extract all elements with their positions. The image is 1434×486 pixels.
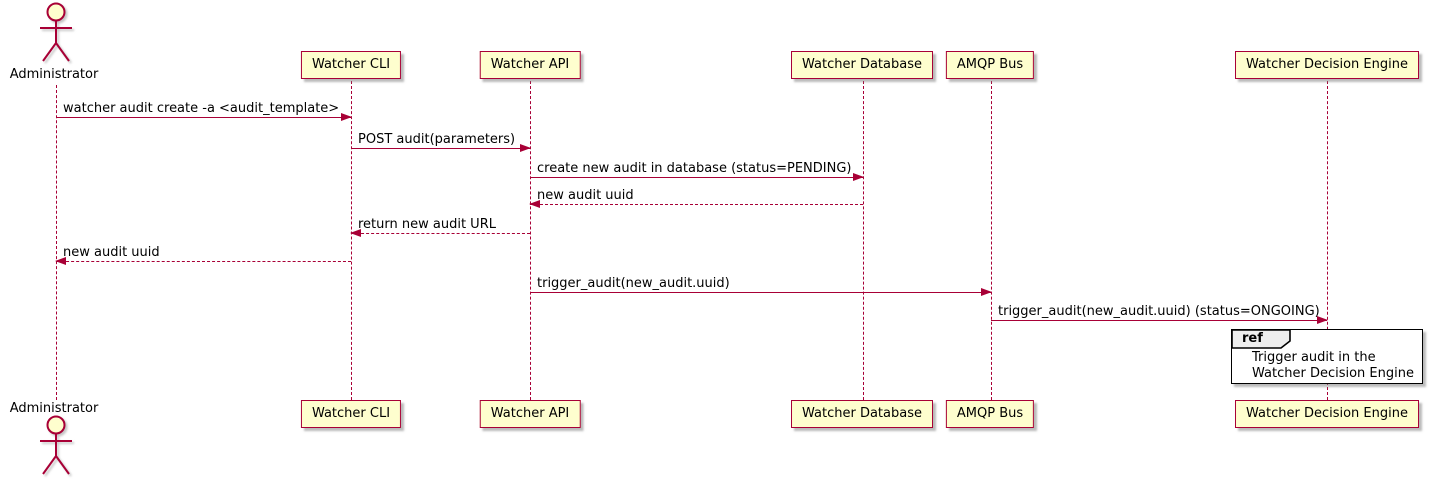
participant-watcher-cli-top: Watcher CLI xyxy=(300,51,402,79)
message-4-line xyxy=(530,204,863,205)
message-5-label: return new audit URL xyxy=(358,217,496,232)
actor-administrator-top xyxy=(37,2,75,68)
arrowhead-icon xyxy=(1317,316,1328,324)
lifeline-administrator xyxy=(56,85,57,400)
arrowhead-icon xyxy=(350,229,361,237)
participant-watcher-decision-engine-bottom: Watcher Decision Engine xyxy=(1235,400,1419,428)
lifeline-watcher-decision-engine xyxy=(1327,81,1328,400)
lifeline-watcher-api xyxy=(530,81,531,400)
actor-label-administrator-bottom: Administrator xyxy=(9,401,99,416)
arrowhead-icon xyxy=(529,200,540,208)
ref-body-line2: Watcher Decision Engine xyxy=(1252,365,1414,381)
ref-fragment: ref Trigger audit in the Watcher Decisio… xyxy=(1231,329,1423,384)
participant-watcher-decision-engine-top: Watcher Decision Engine xyxy=(1235,51,1419,79)
message-6-line xyxy=(56,261,351,262)
ref-header-pentagon-icon xyxy=(1231,329,1291,349)
participant-watcher-database-top: Watcher Database xyxy=(791,51,933,79)
participant-watcher-cli-bottom: Watcher CLI xyxy=(300,400,402,428)
ref-keyword: ref xyxy=(1242,331,1263,346)
message-1-label: watcher audit create -a <audit_template> xyxy=(63,101,340,116)
participant-amqp-bus-bottom: AMQP Bus xyxy=(945,400,1035,428)
participant-watcher-api-bottom: Watcher API xyxy=(479,400,581,428)
ref-body: Trigger audit in the Watcher Decision En… xyxy=(1252,350,1414,381)
participant-amqp-bus-top: AMQP Bus xyxy=(945,51,1035,79)
message-2-line xyxy=(351,148,530,149)
lifeline-amqp-bus xyxy=(991,81,992,400)
message-8-line xyxy=(991,320,1327,321)
message-7-label: trigger_audit(new_audit.uuid) xyxy=(537,276,730,291)
message-4-label: new audit uuid xyxy=(537,188,634,203)
actor-administrator-bottom xyxy=(37,415,75,481)
message-3-label: create new audit in database (status=PEN… xyxy=(537,161,852,176)
actor-icon xyxy=(40,2,72,62)
arrowhead-icon xyxy=(55,257,66,265)
message-8-label: trigger_audit(new_audit.uuid) (status=ON… xyxy=(998,304,1320,319)
actor-icon xyxy=(40,415,72,475)
message-2-label: POST audit(parameters) xyxy=(358,132,516,147)
lifeline-watcher-database xyxy=(863,81,864,400)
message-7-line xyxy=(530,292,991,293)
participant-watcher-database-bottom: Watcher Database xyxy=(791,400,933,428)
participant-watcher-api-top: Watcher API xyxy=(479,51,581,79)
arrowhead-icon xyxy=(520,144,531,152)
message-1-line xyxy=(56,117,351,118)
arrowhead-icon xyxy=(853,173,864,181)
ref-body-line1: Trigger audit in the xyxy=(1252,350,1376,365)
arrowhead-icon xyxy=(981,288,992,296)
lifeline-watcher-cli xyxy=(351,81,352,400)
message-3-line xyxy=(530,177,863,178)
arrowhead-icon xyxy=(341,113,352,121)
actor-label-administrator-top: Administrator xyxy=(9,67,99,82)
message-5-line xyxy=(351,233,530,234)
message-6-label: new audit uuid xyxy=(63,245,160,260)
